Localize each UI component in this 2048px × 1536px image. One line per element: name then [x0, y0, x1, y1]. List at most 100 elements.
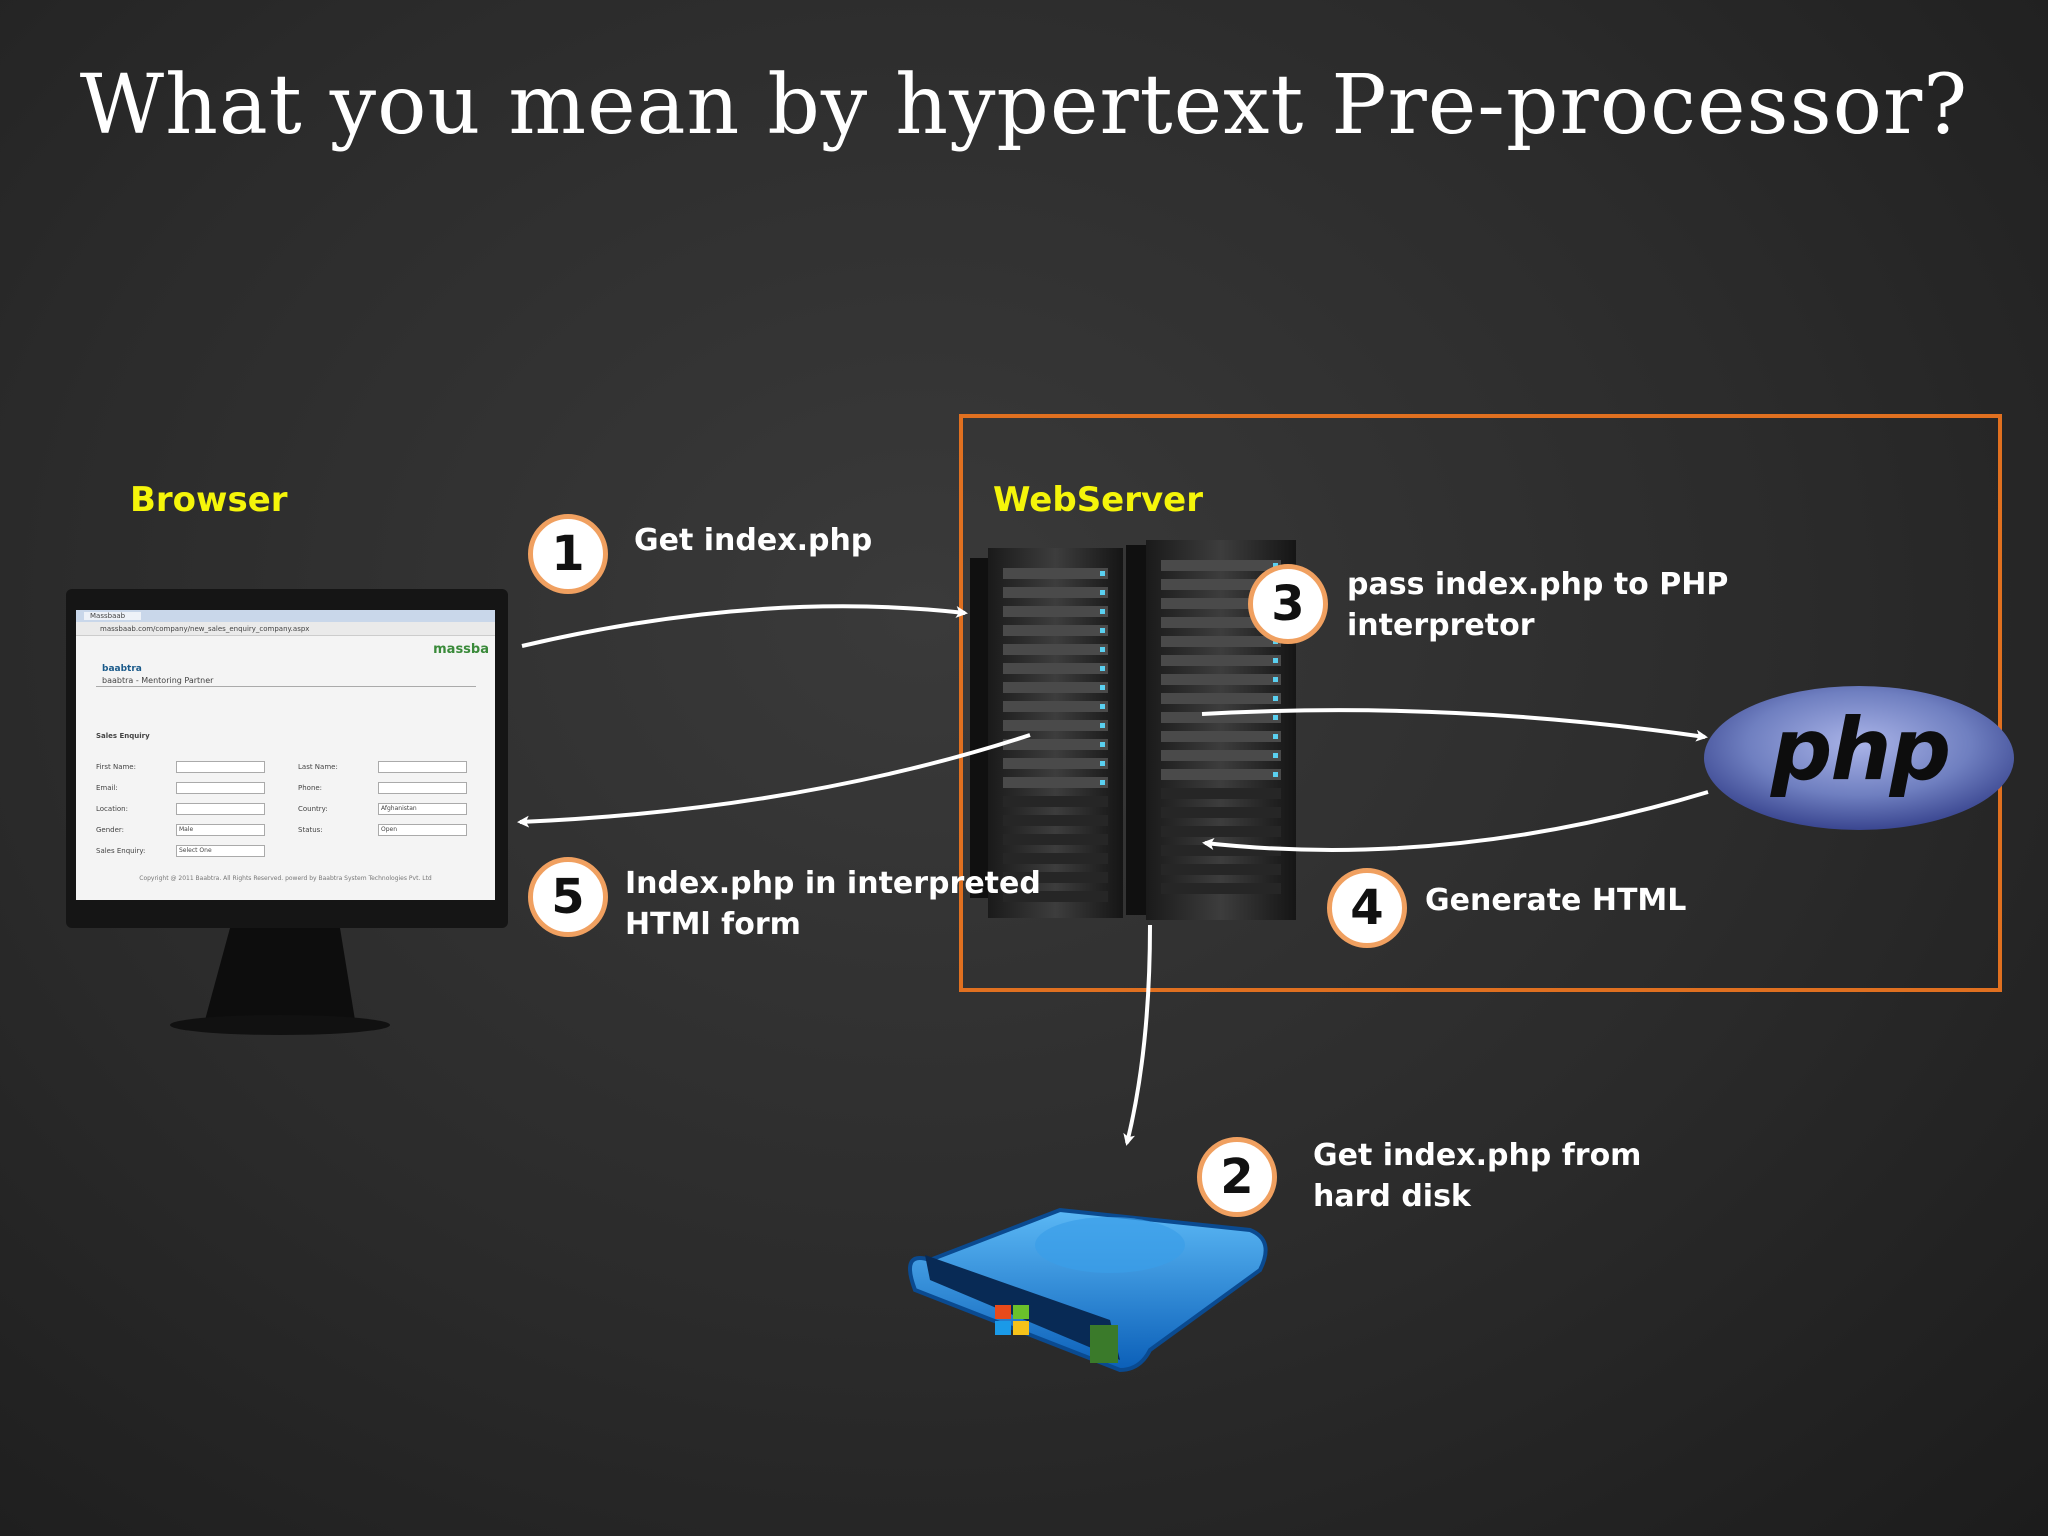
page-footer: Copyright @ 2011 Baabtra. All Rights Res… — [139, 875, 432, 882]
form-input[interactable] — [176, 760, 265, 773]
form-label: Email: — [96, 783, 118, 792]
rack-led — [1100, 571, 1105, 576]
rack-led — [1100, 723, 1105, 728]
rack-led — [1273, 772, 1278, 777]
rack-slot — [1003, 625, 1108, 636]
form-label: Phone: — [298, 783, 323, 792]
rack-slot — [1003, 891, 1108, 902]
rack-slot — [1003, 663, 1108, 674]
step-1-text: Get index.php — [634, 523, 873, 558]
form-select[interactable]: Male — [176, 823, 265, 836]
form-input[interactable] — [378, 781, 467, 794]
browser-tab[interactable]: Massbaab — [84, 612, 142, 620]
rack-slot — [1161, 807, 1281, 818]
rack-led — [1100, 590, 1105, 595]
step-1-badge: 1 — [528, 514, 608, 594]
rack-slot — [1161, 674, 1281, 685]
php-logo-text: php — [1770, 700, 1951, 800]
rack-slot — [1003, 568, 1108, 579]
rack-slot — [1161, 864, 1281, 875]
arrow-to-php — [1201, 708, 1708, 742]
address-url: massbaab.com/company/new_sales_enquiry_c… — [100, 624, 310, 633]
rack-led — [1100, 704, 1105, 709]
form-row: Email: — [96, 777, 265, 798]
arrow-response — [517, 733, 1031, 828]
rack-slot — [1161, 560, 1281, 571]
form-select[interactable]: Select One — [176, 844, 265, 857]
rack-slot — [1161, 883, 1281, 894]
form-row: Status: Open — [298, 819, 467, 840]
flow-arrows — [517, 604, 1709, 1146]
rack-led — [1273, 677, 1278, 682]
step-2-text: Get index.php from hard disk — [1313, 1138, 1642, 1214]
company-subtitle: baabtra - Mentoring Partner — [102, 676, 214, 685]
webserver-label: WebServer — [993, 480, 1203, 520]
rack-slot — [1161, 788, 1281, 799]
form-input[interactable] — [176, 781, 265, 794]
rack-slot — [1003, 701, 1108, 712]
rack-slot — [1003, 834, 1108, 845]
rack-led — [1273, 658, 1278, 663]
form-select[interactable]: Open — [378, 823, 467, 836]
form-row: Country: Afghanistan — [298, 798, 467, 819]
form-select[interactable]: Afghanistan — [378, 802, 467, 815]
arrow-to-disk — [1123, 924, 1152, 1146]
form-row: Last Name: — [298, 756, 467, 777]
rack-slot — [1161, 655, 1281, 666]
rack-led — [1100, 742, 1105, 747]
form-label: Location: — [96, 804, 128, 813]
step-5-badge: 5 — [528, 857, 608, 937]
rack-slot — [1003, 587, 1108, 598]
rack-slot — [1003, 682, 1108, 693]
rack-led — [1100, 780, 1105, 785]
rack-led — [1273, 734, 1278, 739]
form-label: Country: — [298, 804, 328, 813]
rack-led — [1273, 715, 1278, 720]
rack-slot — [1003, 606, 1108, 617]
rack-slot — [1161, 579, 1281, 590]
php-logo-icon — [1704, 686, 2014, 830]
form-label: Gender: — [96, 825, 125, 834]
rack-slot — [1003, 777, 1108, 788]
rack-slot — [1003, 644, 1108, 655]
rack-led — [1100, 647, 1105, 652]
rack-slot — [1161, 731, 1281, 742]
step-4-text: Generate HTML — [1425, 883, 1687, 918]
rack-slot — [1003, 872, 1108, 883]
rack-led — [1100, 666, 1105, 671]
rack-slot — [1161, 826, 1281, 837]
form-label: Status: — [298, 825, 323, 834]
company-logo: baabtra — [102, 664, 142, 674]
rack-slot — [1003, 758, 1108, 769]
form-label: Last Name: — [298, 762, 338, 771]
rack-slot — [1003, 739, 1108, 750]
arrow-request — [521, 604, 968, 648]
rack-slot — [1161, 617, 1281, 628]
rack-slot — [1161, 598, 1281, 609]
form-label: First Name: — [96, 762, 136, 771]
form-row: First Name: — [96, 756, 265, 777]
browser-label: Browser — [130, 480, 288, 520]
rack-slot — [1161, 712, 1281, 723]
rack-slot — [1161, 769, 1281, 780]
browser-tab-bar: Massbaab — [76, 610, 495, 622]
form-row: Gender: Male — [96, 819, 265, 840]
rack-slot — [1003, 815, 1108, 826]
section-title: Sales Enquiry — [96, 732, 150, 740]
form-input[interactable] — [176, 802, 265, 815]
rack-slot — [1003, 720, 1108, 731]
step-3-text: pass index.php to PHP interpretor — [1347, 567, 1729, 643]
form-label: Sales Enquiry: — [96, 846, 146, 855]
form-row: Phone: — [298, 777, 467, 798]
rack-led — [1100, 628, 1105, 633]
rack-slot — [1161, 636, 1281, 647]
form-row: Sales Enquiry: Select One — [96, 840, 265, 861]
rack-slot — [1161, 750, 1281, 761]
rack-led — [1100, 761, 1105, 766]
step-2-badge: 2 — [1197, 1137, 1277, 1217]
arrow-from-php — [1202, 790, 1709, 852]
step-4-badge: 4 — [1327, 868, 1407, 948]
address-bar[interactable]: massbaab.com/company/new_sales_enquiry_c… — [76, 622, 495, 636]
slide-title: What you mean by hypertext Pre-processor… — [79, 58, 1969, 153]
form-input[interactable] — [378, 760, 467, 773]
